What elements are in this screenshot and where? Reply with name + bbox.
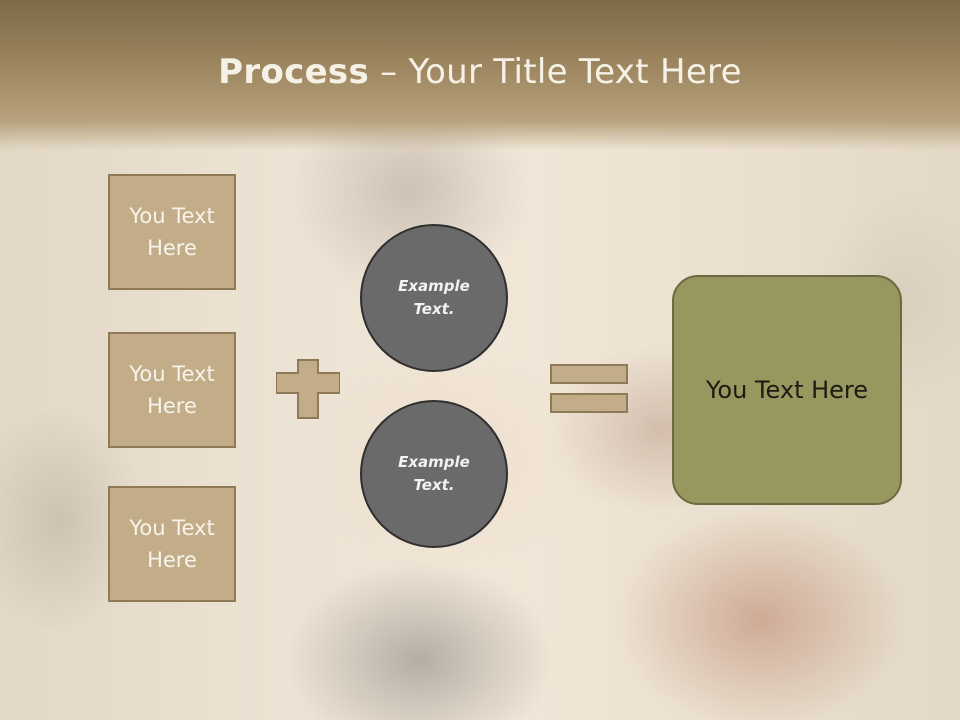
plus-icon-center-fill [277,374,339,392]
example-circle-2-label: Example Text. [398,453,470,494]
text-box-2: You Text Here [108,332,236,448]
equals-icon-bottom-bar [550,393,628,413]
text-box-1-label: You Text Here [129,204,215,260]
slide-title-bold: Process [218,52,370,92]
title-band [0,0,960,150]
text-box-3: You Text Here [108,486,236,602]
equals-icon-top-bar [550,364,628,384]
text-box-2-label: You Text Here [129,362,215,418]
slide-title-rest: – Your Title Text Here [369,52,742,92]
example-circle-2: Example Text. [360,400,508,548]
example-circle-1-label: Example Text. [398,277,470,318]
slide-title: Process – Your Title Text Here [0,52,960,92]
text-box-3-label: You Text Here [129,516,215,572]
result-box: You Text Here [672,275,902,505]
text-box-1: You Text Here [108,174,236,290]
result-box-label: You Text Here [705,376,869,404]
example-circle-1: Example Text. [360,224,508,372]
